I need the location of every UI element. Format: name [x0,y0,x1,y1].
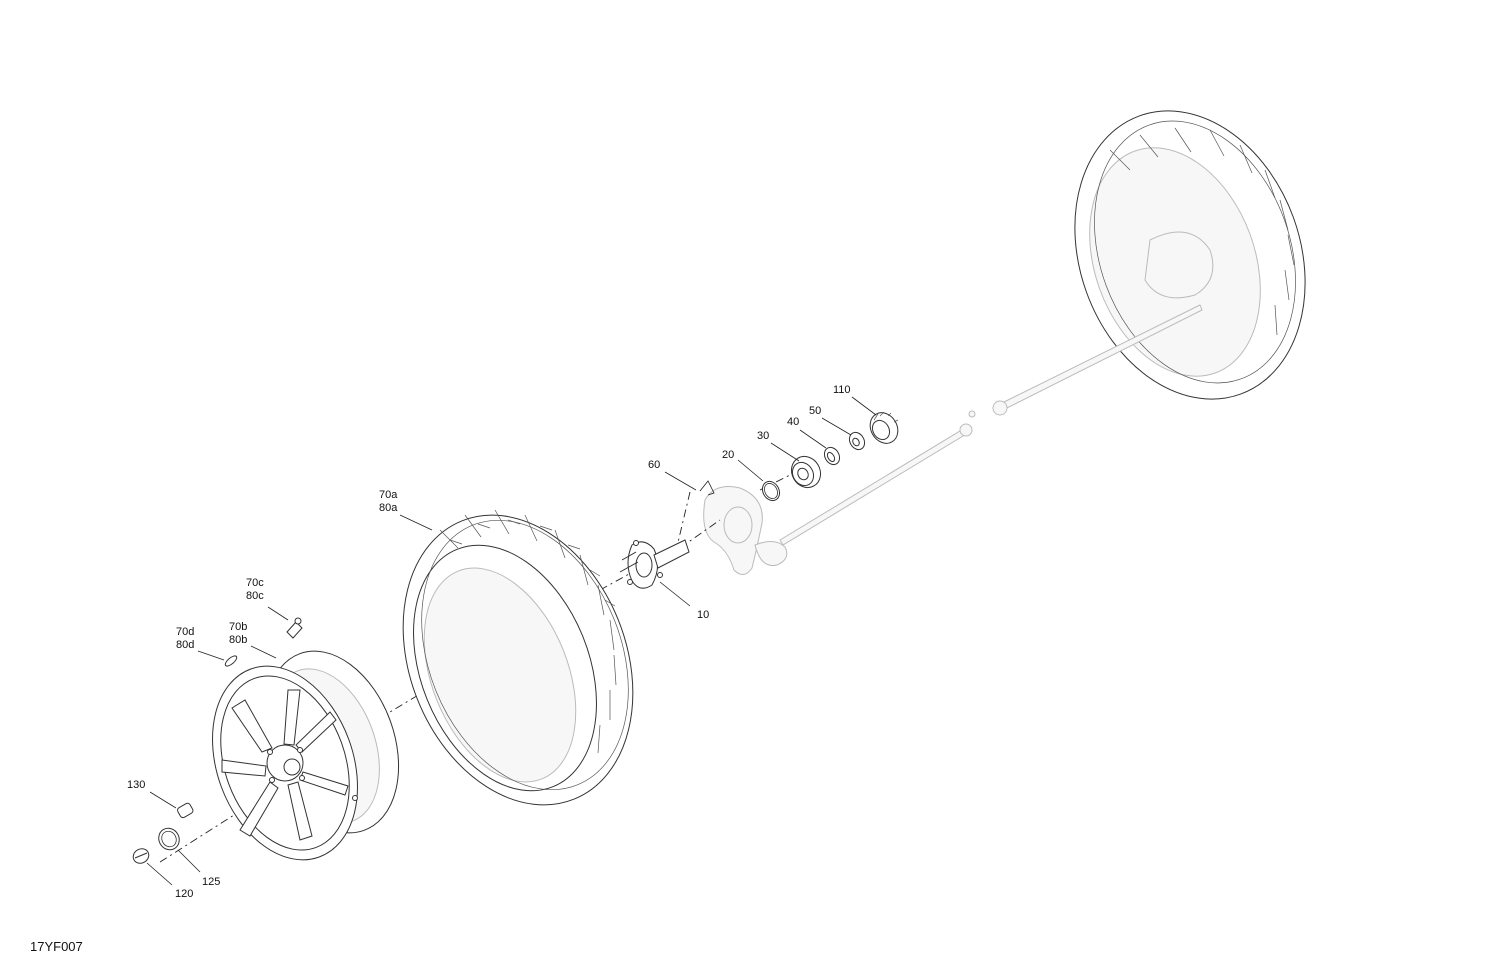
callout-30: 30 [757,430,769,442]
spacer-40 [823,446,841,466]
retaining-ring-20 [761,480,781,502]
lug-nut-130 [177,802,194,819]
washer-50 [848,431,866,451]
callout-80b: 80b [229,634,247,646]
balance-weight-70d [224,655,238,667]
steering-knuckle-ghost [703,486,788,575]
wheel-hub-10 [619,539,690,589]
center-cap-120 [132,848,150,864]
callout-20: 20 [722,449,734,461]
callout-120: 120 [175,888,193,900]
rim-70b [212,650,400,861]
assembled-wheel-ghost [1074,110,1306,400]
bearing-30 [790,455,822,489]
callout-10: 10 [697,609,709,621]
callout-70c: 70c [246,577,264,589]
callout-50: 50 [809,405,821,417]
callout-80a: 80a [379,502,398,514]
leader-lines [146,396,877,886]
callout-60: 60 [648,459,660,471]
callout-40: 40 [787,416,799,428]
drawing-id-label: 17YF007 [30,939,83,954]
cotter-pin-60 [699,480,715,496]
callout-110: 110 [833,384,851,396]
callout-80c: 80c [246,590,264,602]
callouts: 110 50 40 30 20 60 10 70a 80a 70c 80c 70… [127,384,851,900]
callout-80d: 80d [176,639,194,651]
assembly-axis [159,474,791,863]
callout-130: 130 [127,779,145,791]
callout-70b: 70b [229,621,247,633]
tie-rod-ghost [779,304,1203,546]
tire-70a [402,509,634,806]
callout-70a: 70a [379,489,398,501]
ring-125 [158,827,180,851]
nut-110 [869,411,899,444]
callout-125: 125 [202,876,220,888]
callout-70d: 70d [176,626,194,638]
valve-stem-70c [286,617,303,639]
